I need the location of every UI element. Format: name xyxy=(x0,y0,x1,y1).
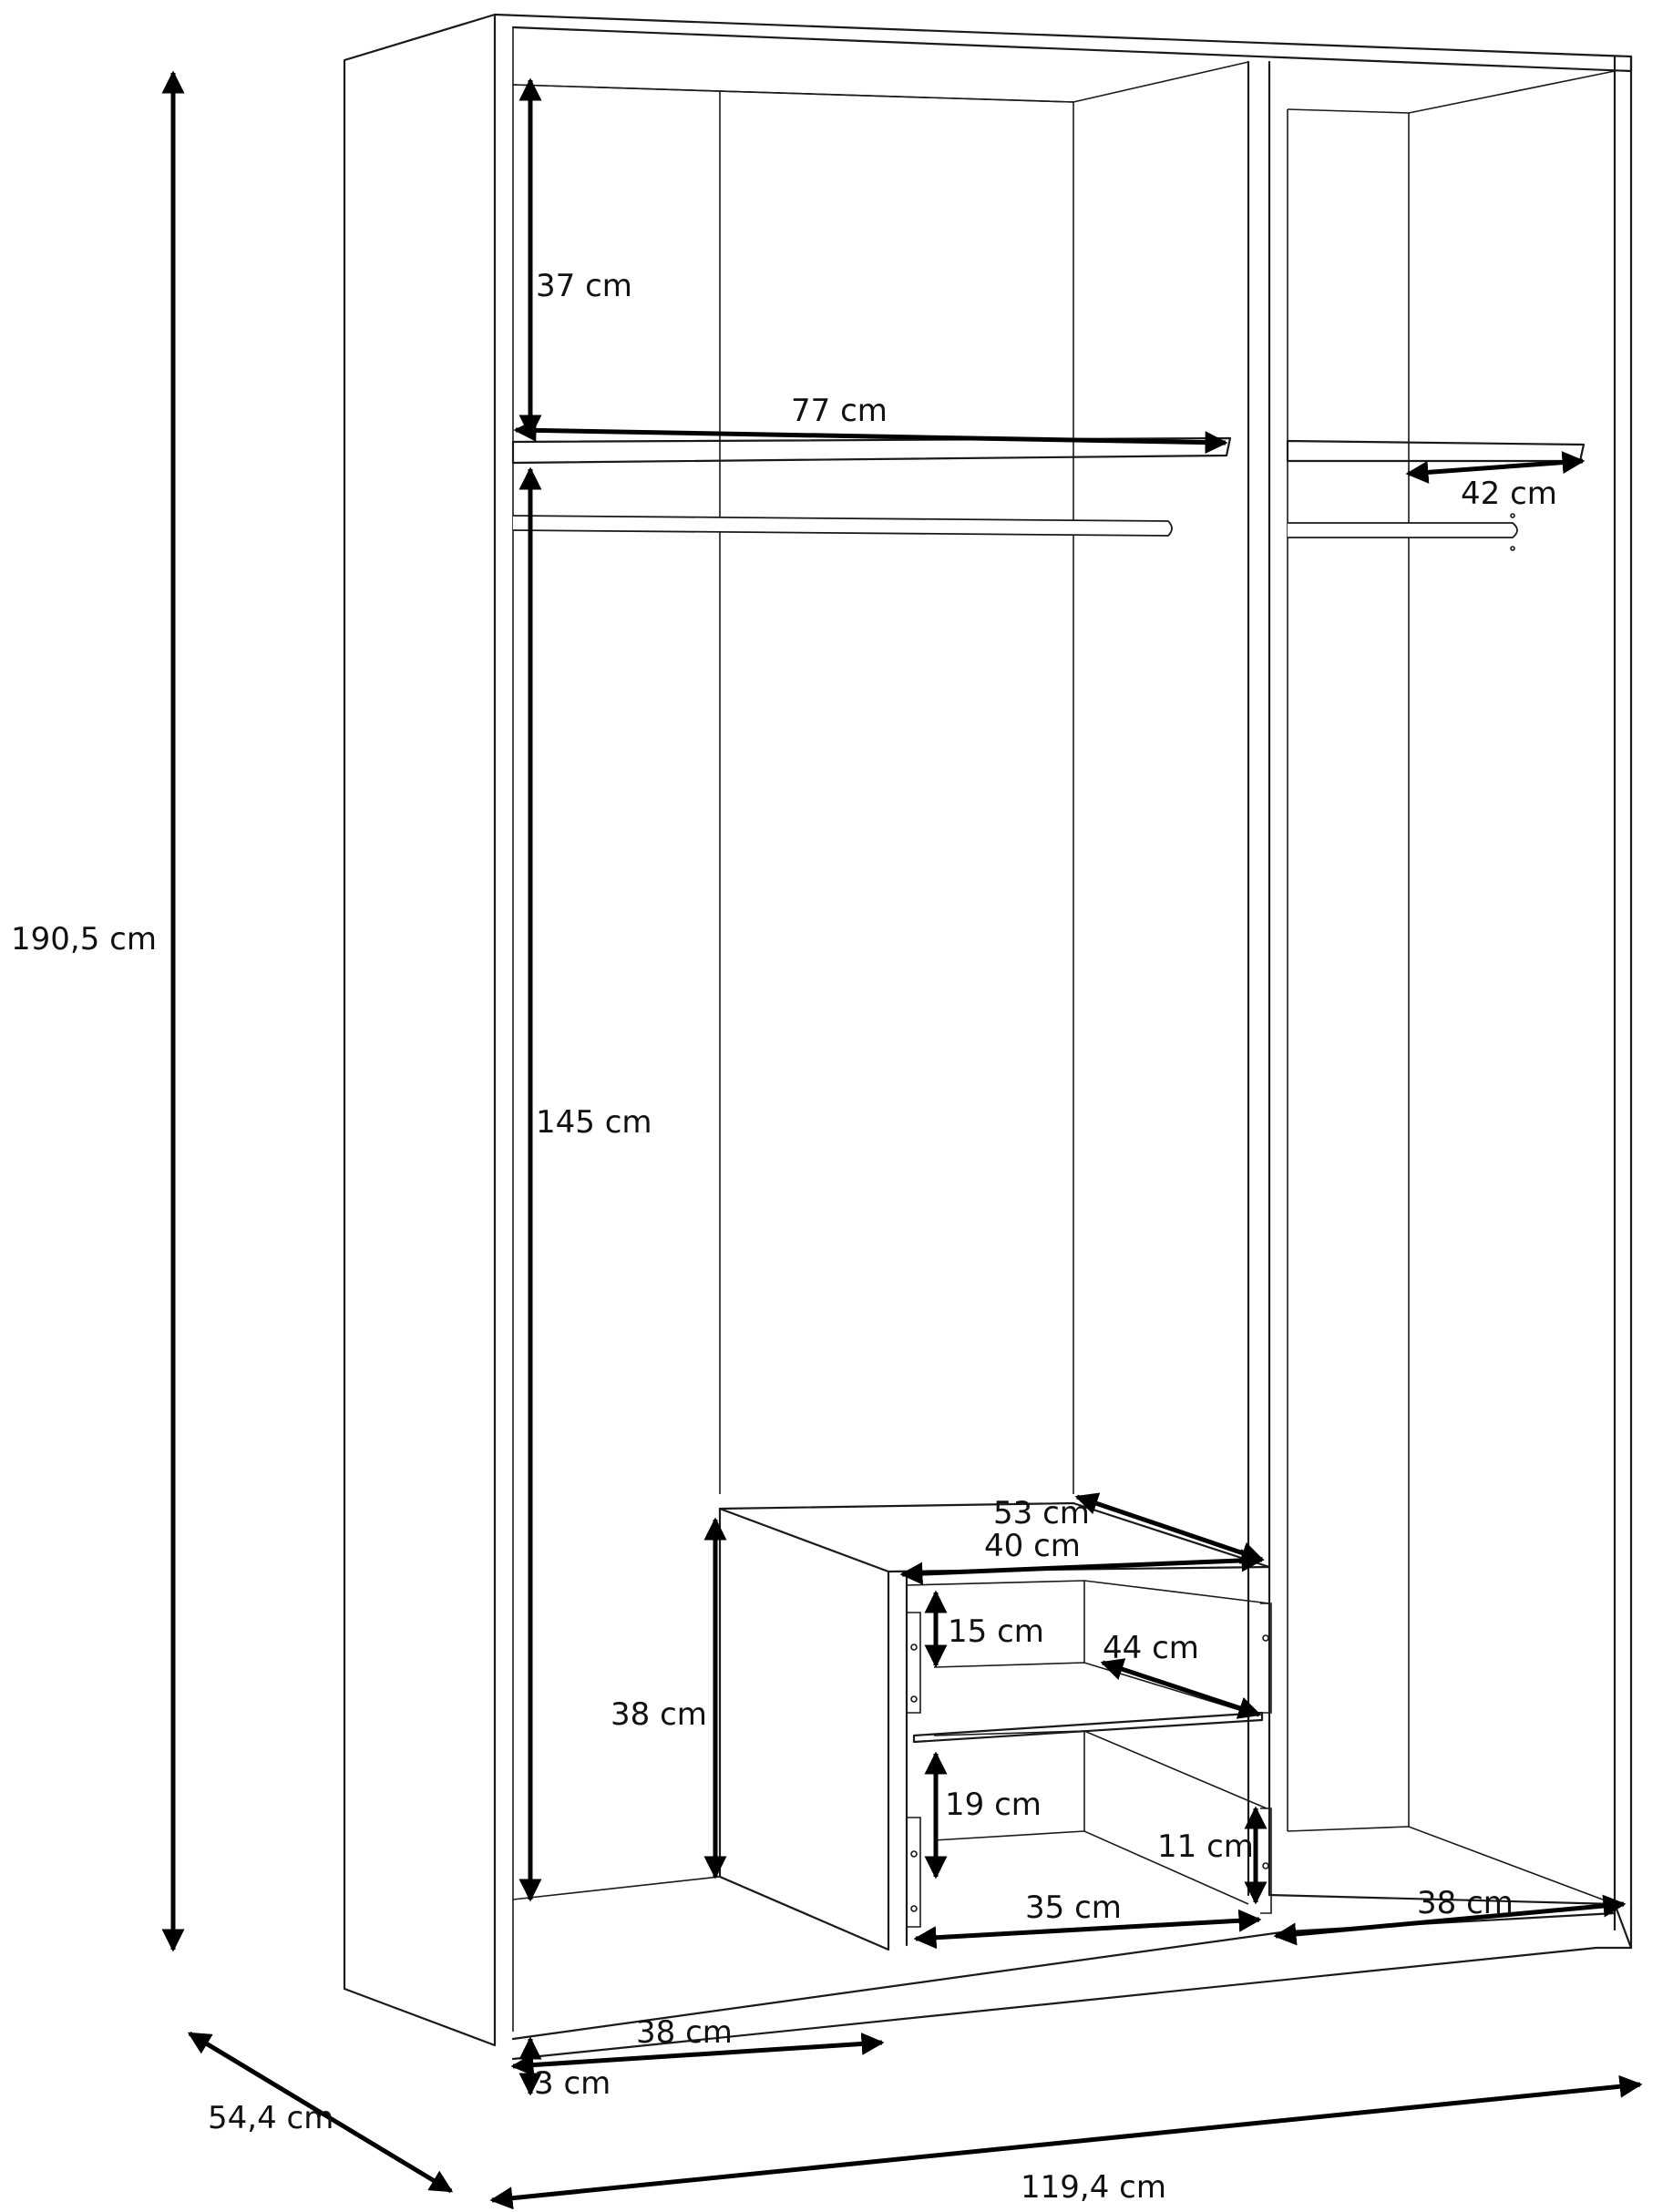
label-height-total: 190,5 cm xyxy=(11,921,157,958)
label-drawer-depth: 44 cm xyxy=(1103,1630,1199,1666)
label-hanging-height: 145 cm xyxy=(536,1104,652,1141)
label-drawer-unit-width: 40 cm xyxy=(984,1528,1081,1564)
label-depth-total: 54,4 cm xyxy=(208,2100,334,2136)
arrow-drawer-inner-width xyxy=(913,1909,1262,1950)
label-right-shelf-depth: 42 cm xyxy=(1461,476,1557,512)
dimension-arrows xyxy=(161,70,1643,2210)
label-shelf-width: 77 cm xyxy=(791,393,888,429)
arrow-left-bottom-depth xyxy=(510,2032,885,2077)
arrow-drawer-depth xyxy=(1100,1658,1262,1719)
label-drawer-unit-depth: 53 cm xyxy=(993,1495,1090,1531)
arrow-drawer-unit-depth xyxy=(1074,1492,1265,1564)
label-top-compartment: 37 cm xyxy=(536,268,632,304)
right-hanging-rod xyxy=(1288,513,1518,551)
arrow-drawer-unit-width xyxy=(899,1549,1265,1585)
arrow-width-total xyxy=(489,2074,1643,2210)
arrow-depth-total xyxy=(187,2031,454,2194)
right-shelf xyxy=(1286,439,1586,463)
label-width-total: 119,4 cm xyxy=(1021,2169,1166,2206)
arrow-right-shelf-depth xyxy=(1405,451,1586,484)
wardrobe-outline xyxy=(343,13,1633,2061)
label-left-bottom-depth: 38 cm xyxy=(636,2014,733,2051)
arrow-right-bottom-depth xyxy=(1273,1894,1627,1946)
label-drawer-inner-width: 35 cm xyxy=(1025,1889,1122,1926)
dimension-labels: 190,5 cm 54,4 cm 119,4 cm 37 cm 77 cm 42… xyxy=(11,268,1557,2206)
left-hanging-rod xyxy=(512,515,1173,537)
label-bottom-drawer-height: 19 cm xyxy=(945,1787,1042,1823)
label-right-bottom-depth: 38 cm xyxy=(1417,1885,1514,1921)
label-drawer-unit-height: 38 cm xyxy=(611,1696,707,1733)
label-bottom-drawer-side: 11 cm xyxy=(1157,1828,1254,1865)
label-top-drawer-height: 15 cm xyxy=(948,1613,1044,1650)
label-plinth-height: 3 cm xyxy=(534,2065,611,2102)
arrow-shelf-width xyxy=(513,418,1228,455)
